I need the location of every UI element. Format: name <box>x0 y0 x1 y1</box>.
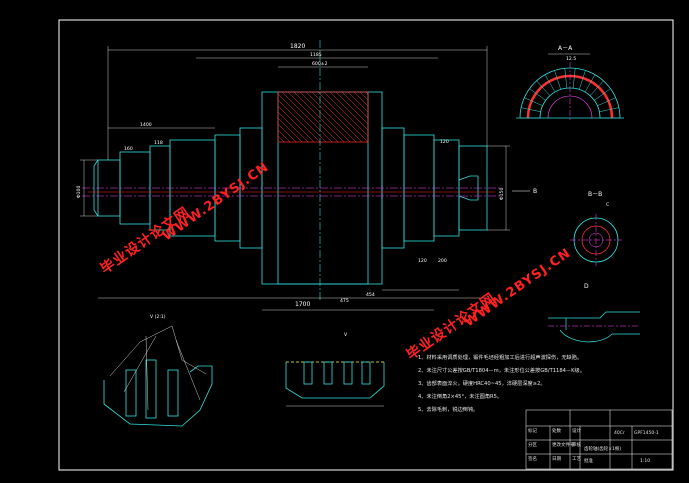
gear-tooth-line <box>589 80 604 96</box>
detail-d-view: D <box>548 283 640 343</box>
hatch-line <box>299 91 351 143</box>
dim-bottom-3: 454 <box>366 292 375 298</box>
hatch-line <box>365 91 369 95</box>
hatch-line <box>323 91 369 137</box>
gear-tooth-line <box>579 70 586 90</box>
svg-text:V: V <box>344 332 348 338</box>
note-2: 2、未注尺寸公差按GB/T1804－m，未注形位公差按GB/T1184－K级。 <box>418 368 585 374</box>
hatch-line <box>305 91 357 143</box>
svg-text:B－B: B－B <box>588 191 602 198</box>
centerlines <box>82 40 500 300</box>
gear-tooth-line <box>594 88 611 101</box>
svg-text:A－A: A－A <box>558 45 573 52</box>
dim-bottom-1: 1700 <box>295 301 310 308</box>
title-block-label: 日期 <box>552 456 561 462</box>
gear-tooth-line <box>521 107 541 113</box>
hatch-line <box>277 99 321 143</box>
dim-right-3: 200 <box>438 258 447 264</box>
title-drawing-name: 齿轮轴(齿轮×1根) <box>584 445 621 452</box>
title-drawing-no: GPF1450-1 <box>634 430 659 436</box>
detail-v-middle: V <box>285 332 385 407</box>
dim-top-mid: 1185 <box>310 52 322 58</box>
hatch-line <box>287 91 339 143</box>
dim-left-1: 1400 <box>140 122 152 128</box>
hatch-line <box>311 91 363 143</box>
gear-tooth-line <box>544 74 556 93</box>
dim-dia-left: Φ100 <box>76 186 82 198</box>
title-block <box>525 409 673 470</box>
svg-text:12.5: 12.5 <box>566 56 576 62</box>
dim-top-total: 1820 <box>290 43 305 50</box>
hatch-line <box>293 91 345 143</box>
dim-right-2: 120 <box>418 258 427 264</box>
title-block-label: 更改文件号 <box>552 441 575 448</box>
drawing-frame <box>58 19 674 471</box>
hatch-line <box>317 91 369 143</box>
hatch-line <box>277 135 285 143</box>
title-block-label: 签名 <box>528 455 537 462</box>
title-scale: 1:10 <box>640 458 650 464</box>
hatch-line <box>277 105 315 143</box>
dim-left-2: 160 <box>124 146 133 152</box>
hatch-line <box>347 91 369 113</box>
hatch-line <box>359 91 369 101</box>
title-block-label: 处数 <box>552 427 561 434</box>
svg-text:D: D <box>584 283 589 290</box>
technical-notes: 1、材料采用调质处理，锻件毛坯经粗加工后进行超声波探伤，无缺陷。 2、未注尺寸公… <box>418 352 585 417</box>
dim-dia-right: Φ150 <box>499 188 505 200</box>
dim-top-sub: 600±2 <box>312 61 328 67</box>
arrow-b-label: B <box>533 188 537 195</box>
svg-text:V (2:1): V (2:1) <box>150 314 166 320</box>
hatch-line <box>281 91 333 143</box>
gear-tooth-line <box>564 68 568 89</box>
title-block-label: 工艺 <box>572 456 581 462</box>
note-5: 5、去除毛刺，锐边倒钝。 <box>418 407 479 413</box>
gear-section-hatch <box>277 91 369 143</box>
title-material: 40Cr <box>614 430 625 436</box>
hatch-line <box>277 117 303 143</box>
gear-tooth-line <box>597 97 616 107</box>
title-block-labels: 标记 处数分区 更改文件号签名 日期 设计审核工艺批准 <box>528 427 593 464</box>
gear-tooth-line <box>572 68 576 89</box>
dim-bottom-2: 475 <box>340 298 349 304</box>
hatch-line <box>353 91 369 107</box>
gear-tooth-line <box>599 107 619 113</box>
gear-tooth-line <box>554 70 561 90</box>
svg-text:C: C <box>606 202 609 208</box>
gear-tooth-line <box>529 88 546 101</box>
hatch-line <box>341 91 369 119</box>
dim-right-1: 120 <box>440 139 449 145</box>
hatch-line <box>277 123 297 143</box>
title-block-label: 批准 <box>584 457 593 464</box>
title-block-label: 分区 <box>528 441 537 448</box>
detail-v-left: V (2:1) <box>103 314 213 427</box>
hatch-line <box>277 93 327 143</box>
hatch-line <box>335 91 369 125</box>
hatch-line <box>329 91 369 131</box>
gear-tooth-line <box>584 74 596 93</box>
section-bb-view: B－B C <box>570 191 622 266</box>
dimension-lines <box>80 46 510 311</box>
gear-tooth-line <box>524 97 543 107</box>
hatch-line <box>277 111 309 143</box>
note-1: 1、材料采用调质处理，锻件毛坯经粗加工后进行超声波探伤，无缺陷。 <box>418 355 583 361</box>
gear-tooth-line <box>536 80 551 96</box>
title-block-label: 审核 <box>572 441 581 448</box>
title-block-label: 设计 <box>572 427 581 434</box>
hatch-line <box>277 129 291 143</box>
dim-left-3: 118 <box>154 140 163 146</box>
note-3: 3、齿部表面淬火，硬度HRC40~45，淬硬层深度≥2。 <box>418 381 546 387</box>
section-aa-view: A－A 12.5 <box>516 45 624 122</box>
note-4: 4、未注倒角2×45°，未注圆角R5。 <box>418 394 503 400</box>
title-block-label: 标记 <box>528 427 537 434</box>
